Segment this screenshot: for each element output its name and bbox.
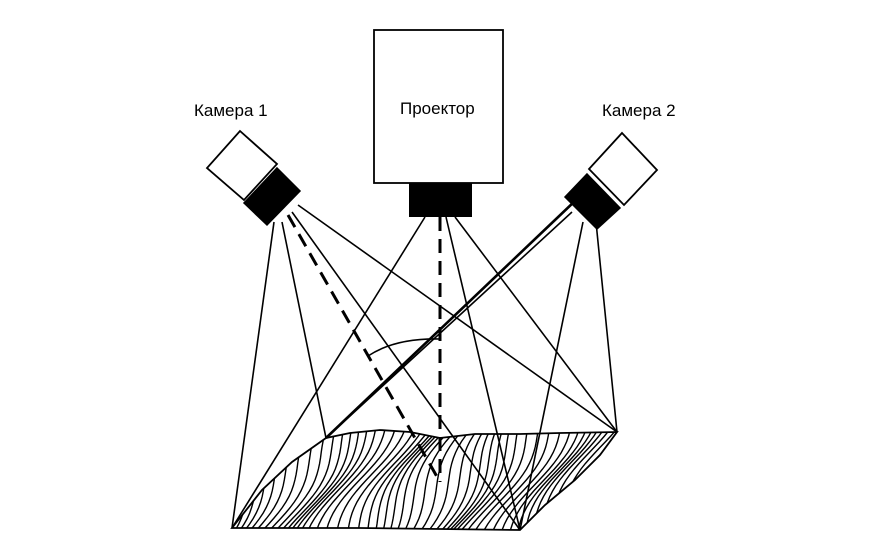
angle-arc xyxy=(367,338,441,357)
camera1-rays xyxy=(231,204,618,531)
camera2-lens xyxy=(563,172,622,231)
hatch-line xyxy=(139,425,210,535)
hatch-line xyxy=(499,430,572,530)
hatch-line xyxy=(578,430,617,530)
hatch-line xyxy=(305,430,377,530)
hatch-line xyxy=(409,430,462,530)
hatch-line xyxy=(146,425,217,535)
hatch-line xyxy=(441,430,494,530)
hatch-line xyxy=(490,430,562,530)
hatch-line xyxy=(277,430,338,530)
hatch-line xyxy=(388,430,447,530)
projector-lens xyxy=(409,183,472,217)
camera2-label: Камера 2 xyxy=(602,101,676,120)
hatch-line xyxy=(394,430,451,530)
camera1 xyxy=(205,129,302,227)
camera1-axis-dashed xyxy=(286,214,442,483)
hatch-line xyxy=(154,425,224,535)
hatch-line xyxy=(401,430,456,530)
hatch-line xyxy=(232,430,241,530)
hatch-line xyxy=(271,430,329,530)
hatch-line xyxy=(366,430,433,530)
hatch-line xyxy=(569,430,617,530)
hatch-line xyxy=(357,430,426,530)
camera2-body xyxy=(587,131,659,207)
projector xyxy=(373,29,504,217)
projector-label: Проектор xyxy=(400,99,475,118)
camera1-body xyxy=(205,129,279,202)
hatch-line xyxy=(463,430,529,530)
hatch-line xyxy=(524,430,595,530)
hatch-line xyxy=(282,430,346,530)
hatch-line xyxy=(457,430,520,530)
hatch-line xyxy=(287,430,353,530)
hatch-line xyxy=(232,430,277,530)
surface-hatching xyxy=(124,425,617,535)
hatch-line xyxy=(471,430,540,530)
hatch-line xyxy=(232,430,233,530)
hatch-line xyxy=(431,430,482,530)
hatch-line xyxy=(424,430,475,530)
hatch-line xyxy=(132,425,202,535)
projector-body xyxy=(373,29,504,184)
hatch-line xyxy=(298,430,369,530)
camera2-axis xyxy=(325,199,577,439)
hatch-line xyxy=(324,430,397,530)
camera2 xyxy=(563,131,659,231)
hatch-line xyxy=(292,430,361,530)
hatch-line xyxy=(381,430,443,530)
projector-rays xyxy=(231,216,618,531)
hatch-line xyxy=(374,430,439,530)
hatch-line xyxy=(417,430,468,530)
camera1-label: Камера 1 xyxy=(194,101,268,120)
hatch-line xyxy=(436,430,489,530)
camera1-lens xyxy=(242,166,302,227)
hatch-line xyxy=(508,430,581,530)
hatch-line xyxy=(314,430,387,530)
hatch-line xyxy=(335,430,408,530)
hatch-line xyxy=(481,430,551,530)
hatch-line xyxy=(346,430,418,530)
hatch-line xyxy=(124,425,193,535)
hatch-line xyxy=(451,430,512,530)
